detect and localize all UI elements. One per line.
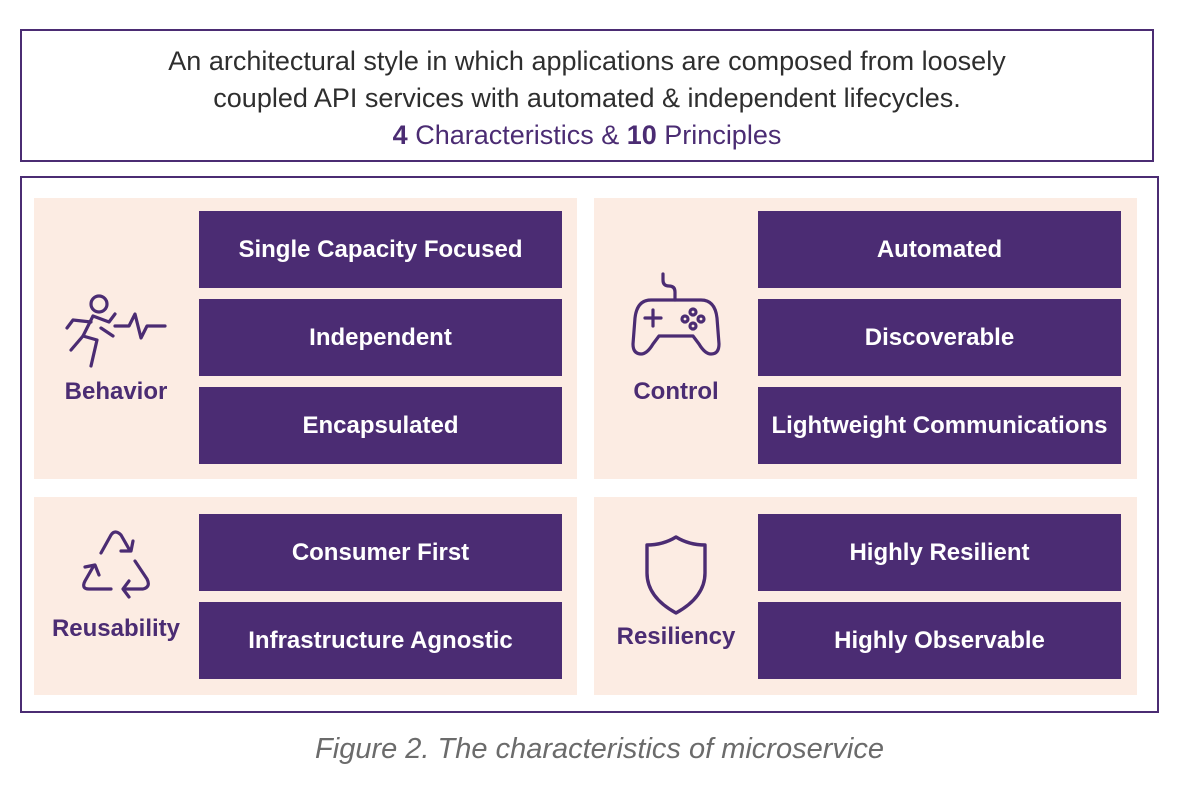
summary-line: 4 Characteristics & 10 Principles — [22, 117, 1152, 154]
principle-automated: Automated — [758, 211, 1121, 288]
category-label-behavior: Behavior — [64, 378, 168, 405]
panel-resiliency: Resiliency Highly Resilient Highly Obser… — [594, 497, 1137, 695]
definition-line-1: An architectural style in which applicat… — [168, 46, 1006, 76]
panel-behavior: Behavior Single Capacity Focused Indepen… — [34, 198, 577, 479]
characteristics-grid: Behavior Single Capacity Focused Indepen… — [20, 176, 1159, 713]
definition-box: An architectural style in which applicat… — [20, 29, 1154, 162]
category-control: Control — [594, 272, 758, 406]
principle-discoverable: Discoverable — [758, 299, 1121, 376]
principle-single-capacity-focused: Single Capacity Focused — [199, 211, 562, 288]
principle-consumer-first: Consumer First — [199, 514, 562, 591]
game-controller-icon — [631, 272, 721, 356]
principle-highly-resilient: Highly Resilient — [758, 514, 1121, 591]
category-label-reusability: Reusability — [51, 615, 181, 642]
definition-line-2: coupled API services with automated & in… — [213, 83, 961, 113]
category-behavior: Behavior — [34, 292, 198, 406]
category-label-resiliency: Resiliency — [616, 623, 736, 650]
characteristics-count: 4 — [392, 120, 408, 150]
principle-infrastructure-agnostic: Infrastructure Agnostic — [199, 602, 562, 679]
principles-count: 10 — [626, 120, 657, 150]
recycle-icon — [82, 530, 150, 599]
category-reusability: Reusability — [34, 523, 198, 643]
category-label-control: Control — [633, 378, 719, 405]
figure-caption: Figure 2. The characteristics of microse… — [315, 733, 884, 765]
principles-label: Principles — [656, 120, 782, 150]
running-person-heartbeat-icon — [65, 294, 167, 368]
panel-reusability: Reusability Consumer First Infrastructur… — [34, 497, 577, 695]
shield-icon — [645, 535, 707, 615]
principle-lightweight-communications: Lightweight Communications — [758, 387, 1121, 464]
characteristics-label: Characteristics & — [407, 120, 627, 150]
category-resiliency: Resiliency — [594, 533, 758, 651]
principle-encapsulated: Encapsulated — [199, 387, 562, 464]
principle-highly-observable: Highly Observable — [758, 602, 1121, 679]
principle-independent: Independent — [199, 299, 562, 376]
panel-control: Control Automated Discoverable Lightweig… — [594, 198, 1137, 479]
